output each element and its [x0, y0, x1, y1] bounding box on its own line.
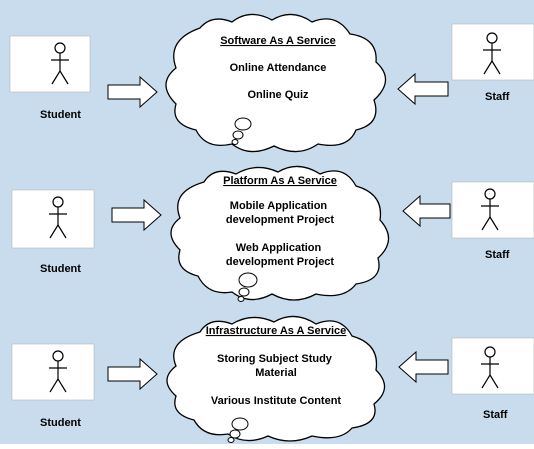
staff-actor-box	[451, 337, 534, 395]
cloud-puff	[232, 130, 244, 140]
service-item: Online Attendance	[230, 62, 327, 74]
tier-title: Infrastructure As A Service	[206, 325, 347, 337]
left-arrow-icon	[107, 75, 158, 109]
cloud-puff	[234, 117, 252, 131]
tier-iaas: Student Staff Infrastructure As A Servic…	[11, 315, 534, 443]
student-stick-figure-icon	[49, 350, 67, 393]
right-actor-label: Staff	[485, 91, 510, 103]
service-item: Mobile Application development Project	[226, 200, 335, 226]
right-arrow-icon	[397, 72, 449, 106]
staff-actor-box	[451, 23, 534, 81]
left-actor-label: Student	[40, 263, 81, 275]
right-arrow-icon	[402, 194, 451, 228]
student-stick-figure-icon	[51, 42, 69, 85]
left-actor-label: Student	[40, 417, 81, 429]
service-item: Various Institute Content	[211, 395, 342, 407]
tier-saas: Student Staff Software As A Service Onli…	[9, 13, 534, 153]
staff-actor-box	[451, 181, 534, 239]
service-item: Storing Subject Study Material	[217, 353, 335, 379]
staff-stick-figure-icon	[483, 32, 501, 75]
tier-title: Software As A Service	[220, 35, 336, 47]
service-cloud	[170, 165, 390, 301]
right-arrow-icon	[398, 350, 449, 384]
service-cloud	[165, 13, 387, 153]
service-cloud	[166, 315, 386, 442]
service-item: Web Application development Project	[226, 242, 335, 268]
cloud-puff	[231, 417, 249, 431]
student-stick-figure-icon	[49, 196, 67, 239]
left-actor-label: Student	[40, 109, 81, 121]
cloud-puff	[238, 272, 258, 288]
left-arrow-icon	[107, 357, 158, 391]
service-item: Online Quiz	[247, 89, 309, 101]
student-actor-box	[11, 189, 95, 249]
tier-title: Platform As A Service	[223, 175, 337, 187]
cloud-puff	[238, 287, 250, 297]
student-actor-box	[9, 35, 91, 93]
cloud-puff	[237, 296, 245, 302]
cloud-puff	[227, 437, 235, 443]
staff-stick-figure-icon	[481, 188, 499, 231]
cloud-puff	[231, 139, 239, 145]
staff-stick-figure-icon	[481, 346, 499, 389]
student-actor-box	[11, 343, 95, 401]
left-arrow-icon	[111, 198, 162, 232]
right-actor-label: Staff	[485, 249, 510, 261]
cloud-puff	[229, 429, 241, 439]
tier-paas: Student Staff Platform As A Service Mobi…	[11, 165, 534, 302]
right-actor-label: Staff	[483, 409, 508, 421]
